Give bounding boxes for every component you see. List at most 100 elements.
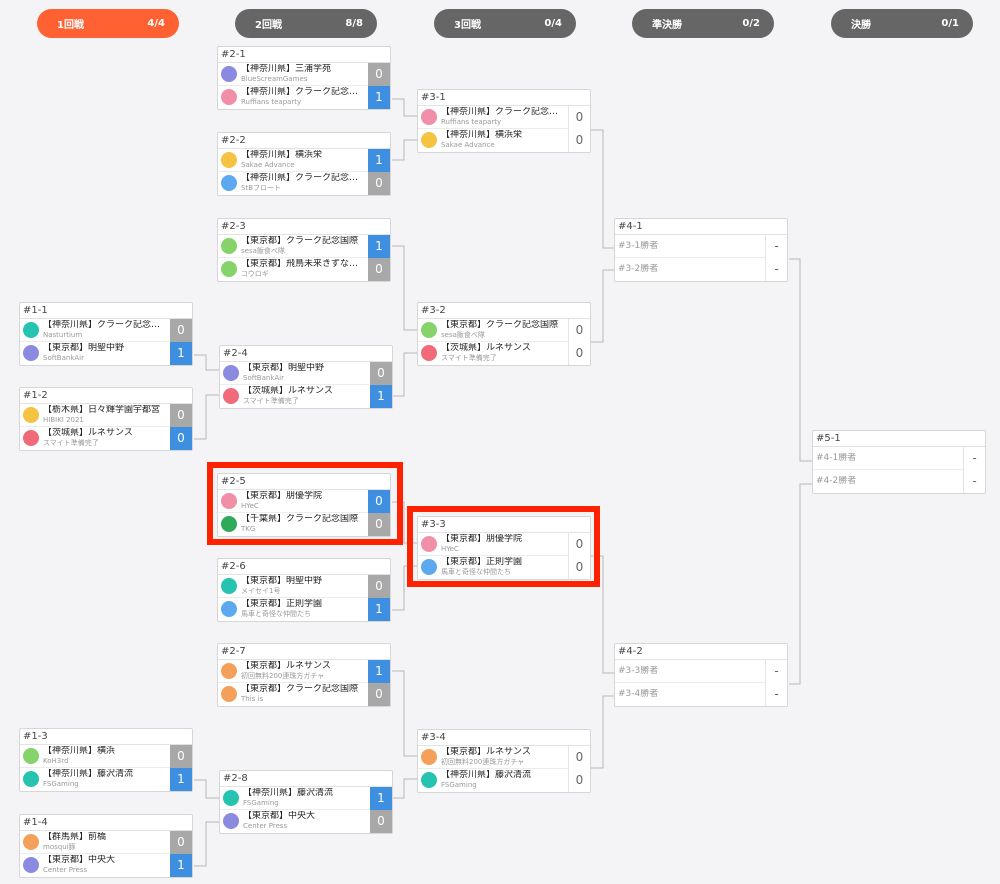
team-row[interactable]: #3-2勝者- (615, 258, 787, 281)
team-score: 1 (368, 149, 390, 172)
match-id: #3-2 (418, 303, 590, 319)
match-card[interactable]: #4-1#3-1勝者-#3-2勝者- (614, 218, 788, 282)
team-row[interactable]: #4-2勝者- (813, 470, 985, 493)
team-score: - (765, 683, 787, 706)
team-row[interactable]: #3-3勝者- (615, 660, 787, 683)
team-subname: FSGaming (441, 781, 477, 789)
team-score: - (765, 258, 787, 281)
team-subname: 初回無料200連珠方ガチャ (441, 758, 525, 766)
round-tab-3[interactable]: 3回戦 0/4 (434, 9, 576, 38)
team-score: 0 (368, 575, 390, 598)
round-tab-semifinal[interactable]: 準決勝 0/2 (632, 9, 774, 38)
round-tab-final[interactable]: 決勝 0/1 (831, 9, 973, 38)
team-score: 0 (370, 362, 392, 385)
match-card[interactable]: #5-1#4-1勝者-#4-2勝者- (812, 430, 986, 494)
team-score: 1 (368, 598, 390, 621)
team-subname: TKG (241, 525, 256, 533)
team-score: 0 (568, 533, 590, 556)
team-avatar-icon (23, 748, 39, 764)
team-subname: スマイト準備完了 (43, 439, 99, 447)
team-subname: Ruffians teaparty (241, 98, 302, 106)
round-tab-2[interactable]: 2回戦 8/8 (235, 9, 377, 38)
team-subname: sesa飯食べ隊 (241, 247, 285, 255)
match-id: #1-1 (20, 303, 192, 319)
team-row[interactable]: #3-1勝者- (615, 235, 787, 258)
team-avatar-icon (421, 559, 437, 575)
team-name: 【茨城県】ルネサンス (441, 343, 531, 353)
match-id: #1-2 (20, 388, 192, 404)
team-name: #3-3勝者 (618, 666, 659, 676)
team-row[interactable]: #4-1勝者- (813, 447, 985, 470)
team-subname: SoftBankAir (43, 354, 85, 362)
team-avatar-icon (23, 407, 39, 423)
team-name: 【東京都】ルネサンス (441, 747, 531, 757)
team-subname: メイセイ1号 (241, 587, 281, 595)
team-score: 0 (368, 63, 390, 86)
team-score: 0 (370, 810, 392, 833)
match-id: #3-4 (418, 730, 590, 746)
team-score: 0 (568, 746, 590, 769)
team-row[interactable]: 【東京都】ルネサンス初回無料200連珠方ガチャ 0 (418, 746, 590, 769)
team-subname: Center Press (43, 866, 88, 874)
team-score: - (963, 470, 985, 493)
team-avatar-icon (421, 536, 437, 552)
round-tab-1[interactable]: 1回戦 4/4 (37, 9, 179, 38)
team-score: 0 (170, 404, 192, 427)
match-id: #2-6 (218, 559, 390, 575)
match-card[interactable]: #4-2#3-3勝者-#3-4勝者- (614, 643, 788, 707)
team-avatar-icon (221, 175, 237, 191)
round-progress: 4/4 (147, 18, 165, 29)
team-row[interactable]: #3-4勝者- (615, 683, 787, 706)
team-subname: Nasturtium (43, 331, 83, 339)
team-score: - (765, 235, 787, 258)
team-avatar-icon (23, 771, 39, 787)
